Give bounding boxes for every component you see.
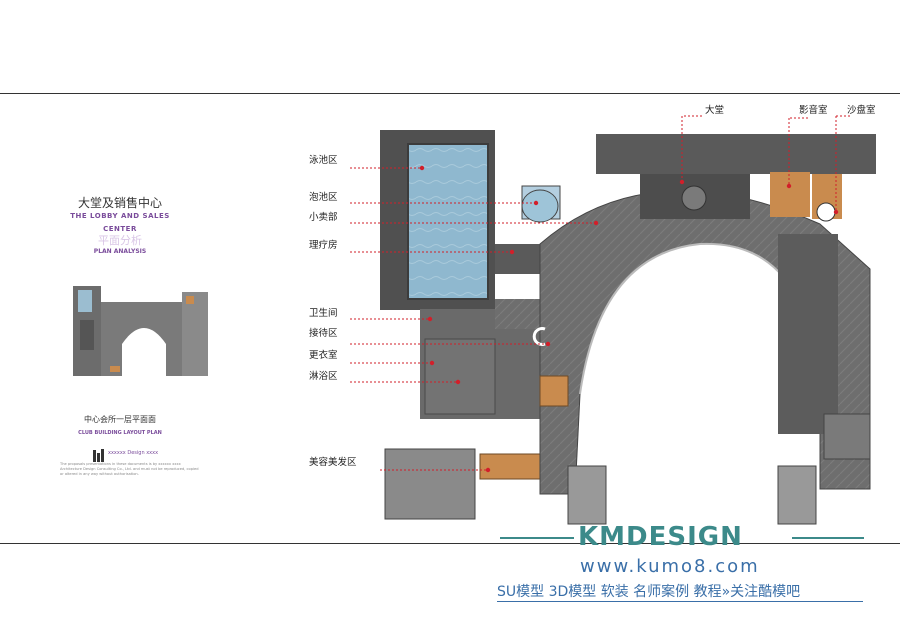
watermark-underline [497,601,863,602]
label-reception: 接待区 [309,328,338,339]
label-sand-table-room: 沙盘室 [847,105,876,116]
copyright-note: The proposals presentations in these doc… [60,462,199,476]
label-spa-pool: 泡池区 [309,192,338,203]
label-lobby: 大堂 [705,105,725,116]
panel-subtitle-cn: 平面分析 [98,234,142,247]
panel-title-en-2: CENTER [103,225,137,233]
firm-logo-icon [93,449,104,462]
title-panel: 大堂及销售中心 THE LOBBY AND SALES CENTER 平面分析 … [0,94,240,543]
panel-title-cn: 大堂及销售中心 [77,196,162,210]
label-therapy-room: 理疗房 [309,240,338,251]
watermark-rule-left [500,537,574,539]
floor-plan [350,115,876,525]
watermark-tagline: SU模型 3D模型 软装 名师案例 教程»关注酷模吧 [497,584,801,600]
pointer-dots [419,165,839,473]
label-shower: 淋浴区 [309,371,338,382]
label-restroom: 卫生间 [309,308,338,319]
watermark-url[interactable]: www.kumo8.com [580,556,760,577]
plan-caption-en: CLUB BUILDING LAYOUT PLAN [78,430,162,436]
plan-caption-cn: 中心会所一层平面面 [84,415,156,424]
firm-name: xxxxxx Design xxxx [108,450,159,456]
label-av-room: 影音室 [799,105,828,116]
panel-title-en: THE LOBBY AND SALES [70,212,170,220]
west-wing [380,130,575,520]
watermark-brand: KMDESIGN [578,522,743,552]
plan-thumbnail [73,286,208,376]
pointer-lines [350,115,850,471]
drawing-sheet: 大堂及销售中心 THE LOBBY AND SALES CENTER 平面分析 … [0,93,900,544]
panel-subtitle-en: PLAN ANALYSIS [93,248,147,255]
label-locker-room: 更衣室 [309,350,338,361]
lobby-arch [532,134,876,525]
label-beauty-salon: 美容美发区 [309,457,357,468]
label-swimming-pool: 泳池区 [309,155,338,166]
watermark-rule-right [792,537,864,539]
label-kiosk: 小卖部 [309,212,338,223]
